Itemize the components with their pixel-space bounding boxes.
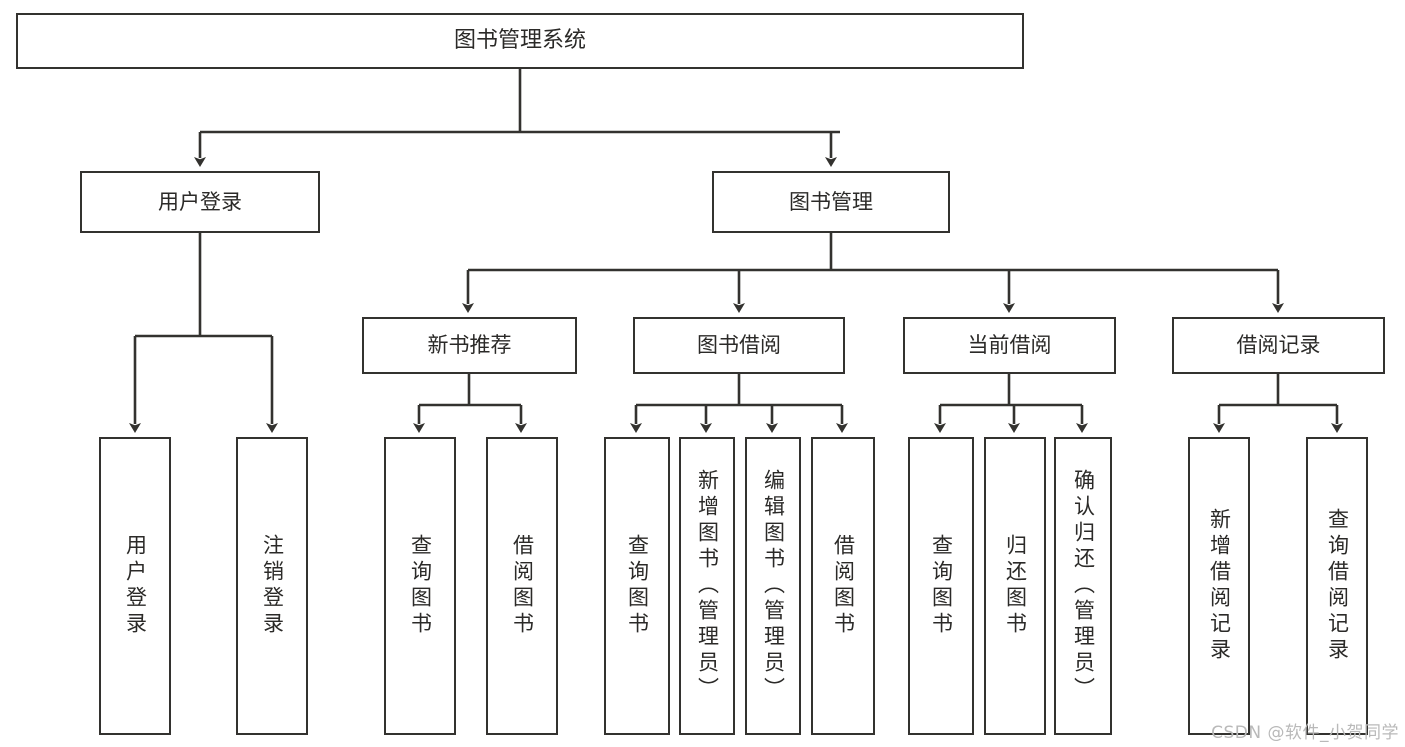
leaf-query-borrow-record-label: 查询借阅记录 [1325, 508, 1350, 664]
node-borrow-record-label: 借阅记录 [1236, 333, 1321, 358]
node-current-borrow-label: 当前借阅 [967, 333, 1052, 358]
leaf-query-borrow-record[interactable]: 查询借阅记录 [1306, 437, 1368, 735]
leaf-return-book[interactable]: 归还图书 [984, 437, 1046, 735]
node-book-management-label: 图书管理 [789, 189, 873, 214]
node-new-book-recommend[interactable]: 新书推荐 [362, 317, 577, 374]
leaf-logout-label: 注销登录 [260, 534, 285, 638]
leaf-borrow-book-recommend-label: 借阅图书 [510, 534, 535, 638]
leaf-user-login-label: 用户登录 [123, 534, 148, 638]
leaf-add-book-admin-label: 新增图书（管理员） [695, 469, 720, 703]
node-book-management[interactable]: 图书管理 [712, 171, 950, 233]
node-borrow-record[interactable]: 借阅记录 [1172, 317, 1385, 374]
leaf-logout[interactable]: 注销登录 [236, 437, 308, 735]
node-root-system[interactable]: 图书管理系统 [16, 13, 1024, 69]
leaf-edit-book-admin[interactable]: 编辑图书（管理员） [745, 437, 801, 735]
leaf-add-book-admin[interactable]: 新增图书（管理员） [679, 437, 735, 735]
leaf-borrow-book[interactable]: 借阅图书 [811, 437, 875, 735]
leaf-add-borrow-record-label: 新增借阅记录 [1207, 508, 1232, 664]
node-user-login-label: 用户登录 [158, 189, 242, 214]
leaf-confirm-return-admin[interactable]: 确认归还（管理员） [1054, 437, 1112, 735]
leaf-query-book-recommend[interactable]: 查询图书 [384, 437, 456, 735]
leaf-borrow-book-label: 借阅图书 [831, 534, 856, 638]
node-user-login[interactable]: 用户登录 [80, 171, 320, 233]
leaf-add-borrow-record[interactable]: 新增借阅记录 [1188, 437, 1250, 735]
leaf-query-book-recommend-label: 查询图书 [408, 534, 433, 638]
leaf-edit-book-admin-label: 编辑图书（管理员） [761, 469, 786, 703]
node-new-book-recommend-label: 新书推荐 [427, 333, 512, 358]
node-root-system-label: 图书管理系统 [453, 28, 586, 54]
leaf-query-book-current[interactable]: 查询图书 [908, 437, 974, 735]
node-book-borrow-label: 图书借阅 [697, 333, 781, 358]
leaf-query-book-current-label: 查询图书 [929, 534, 954, 638]
node-book-borrow[interactable]: 图书借阅 [633, 317, 845, 374]
leaf-borrow-book-recommend[interactable]: 借阅图书 [486, 437, 558, 735]
leaf-user-login[interactable]: 用户登录 [99, 437, 171, 735]
leaf-return-book-label: 归还图书 [1003, 534, 1028, 638]
leaf-query-book-borrow-label: 查询图书 [625, 534, 650, 638]
leaf-confirm-return-admin-label: 确认归还（管理员） [1071, 469, 1096, 703]
node-current-borrow[interactable]: 当前借阅 [903, 317, 1116, 374]
leaf-query-book-borrow[interactable]: 查询图书 [604, 437, 670, 735]
